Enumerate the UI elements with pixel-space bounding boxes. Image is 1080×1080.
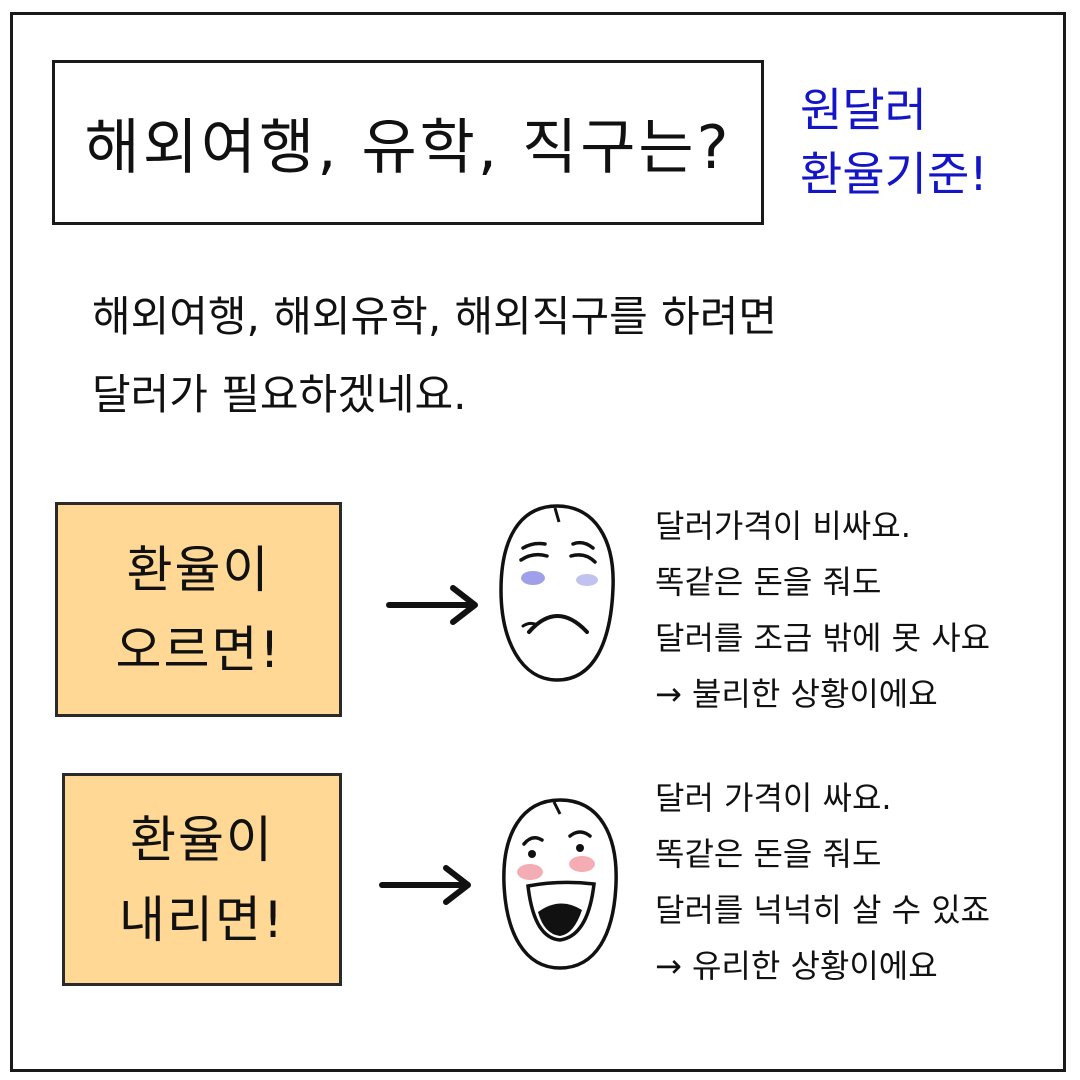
description-line: 달러 가격이 싸요. [655, 779, 892, 817]
laughing-face-icon [502, 798, 618, 970]
page-title: 해외여행, 유학, 직구는? [84, 113, 732, 183]
rate-rise-description: 달러가격이 비싸요. 똑같은 돈을 줘도 달러를 조금 밖에 못 사요 → 불리… [655, 498, 990, 722]
description-line: 달러가격이 비싸요. [655, 507, 911, 545]
description-line: 똑같은 돈을 줘도 [655, 835, 882, 873]
rate-fall-description: 달러 가격이 싸요. 똑같은 돈을 줘도 달러를 넉넉히 살 수 있죠 → 유리… [655, 770, 990, 994]
side-note-line: 환율기준! [800, 147, 988, 201]
description-line: 달러를 넉넉히 살 수 있죠 [655, 891, 991, 929]
rate-rise-panel: 환율이 오르면! [55, 502, 342, 717]
title-box: 해외여행, 유학, 직구는? [52, 60, 764, 225]
side-note-line: 원달러 [800, 83, 927, 137]
intro-line: 달러가 필요하겠네요. [92, 370, 467, 419]
intro-text: 해외여행, 해외유학, 해외직구를 하려면 달러가 필요하겠네요. [92, 278, 777, 434]
panel-line: 환율이 [130, 810, 274, 869]
arrow-right-icon [379, 865, 471, 905]
description-line: 똑같은 돈을 줘도 [655, 563, 882, 601]
panel-line: 내리면! [118, 890, 286, 949]
description-line: 달러를 조금 밖에 못 사요 [655, 619, 991, 657]
arrow-right-icon [386, 585, 478, 625]
side-note: 원달러 환율기준! [800, 78, 1030, 206]
description-line: → 유리한 상황이에요 [655, 947, 938, 985]
sad-face-icon [499, 504, 615, 682]
description-line: → 불리한 상황이에요 [655, 675, 938, 713]
panel-line: 오르면! [115, 620, 282, 679]
intro-line: 해외여행, 해외유학, 해외직구를 하려면 [92, 292, 777, 341]
panel-line: 환율이 [126, 540, 271, 599]
rate-fall-panel: 환율이 내리면! [62, 773, 342, 986]
